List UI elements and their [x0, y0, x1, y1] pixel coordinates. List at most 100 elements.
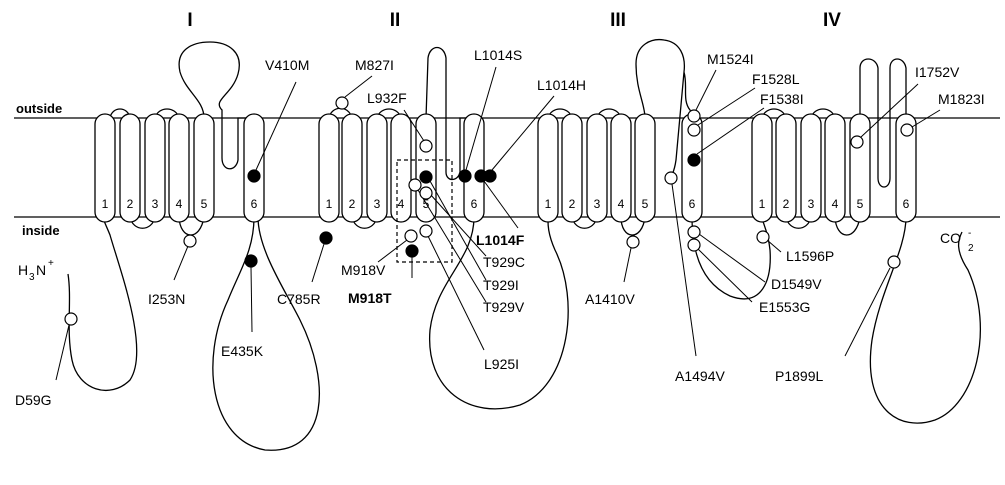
- label-l1014h: L1014H: [537, 77, 586, 93]
- label-l1596p: L1596P: [786, 248, 834, 264]
- segment-number: 1: [545, 197, 552, 211]
- site-m827i: [336, 97, 348, 109]
- site-i1752v: [851, 136, 863, 148]
- domain-label-4: IV: [823, 10, 841, 31]
- site-e1553g: [688, 239, 700, 251]
- label-f1538i: F1538I: [760, 91, 804, 107]
- segment-number: 3: [808, 197, 815, 211]
- segment-number: 1: [326, 197, 333, 211]
- label-l1014f: L1014F: [476, 232, 525, 248]
- segment-number: 4: [176, 197, 183, 211]
- domain-label-2: II: [390, 10, 401, 31]
- site-l1014s: [459, 170, 471, 182]
- site-f1528l: [688, 124, 700, 136]
- site-f1538i: [688, 154, 700, 166]
- label-f1528l: F1528L: [752, 71, 800, 87]
- c-terminus-charge: -: [968, 228, 971, 239]
- segment-number: 5: [642, 197, 649, 211]
- segment-number: 6: [251, 197, 258, 211]
- site-e435k: [245, 255, 257, 267]
- label-p1899l: P1899L: [775, 368, 823, 384]
- n-terminus-n: N: [36, 262, 46, 278]
- label-t929i: T929I: [483, 277, 519, 293]
- leader-p1899l: [845, 268, 890, 356]
- outside-label: outside: [16, 101, 62, 116]
- label-d1549v: D1549V: [771, 276, 822, 292]
- segment-number: 6: [903, 197, 910, 211]
- domain-label-1: I: [187, 10, 192, 31]
- site-d59g: [65, 313, 77, 325]
- c-terminus-label: CO - 2: [940, 228, 974, 254]
- loop-d1-d2-linker: [213, 217, 320, 450]
- label-e1553g: E1553G: [759, 299, 810, 315]
- segment-number: 1: [759, 197, 766, 211]
- site-a1494v: [665, 172, 677, 184]
- site-a1410v: [627, 236, 639, 248]
- n-terminal-tail: [68, 210, 137, 390]
- label-m918t: M918T: [348, 290, 392, 306]
- segment-number: 2: [349, 197, 356, 211]
- segment-number: 3: [594, 197, 601, 211]
- label-l1014s: L1014S: [474, 47, 522, 63]
- segment-number: 1: [102, 197, 109, 211]
- n-terminus-charge: +: [48, 258, 54, 269]
- label-m1823i: M1823I: [938, 91, 985, 107]
- segment-number: 4: [832, 197, 839, 211]
- label-a1410v: A1410V: [585, 291, 635, 307]
- site-l1014f: [475, 170, 487, 182]
- leader-d1549v: [699, 234, 765, 282]
- segment-number: 3: [374, 197, 381, 211]
- segment-number: 5: [201, 197, 208, 211]
- label-m918v: M918V: [341, 262, 386, 278]
- domain-label-3: III: [610, 10, 626, 31]
- segment-number: 4: [618, 197, 625, 211]
- leader-e435k: [251, 267, 252, 332]
- label-l925i: L925I: [484, 356, 519, 372]
- c-terminus-sub: 2: [968, 243, 974, 254]
- label-m827i: M827I: [355, 57, 394, 73]
- segment-number: 3: [152, 197, 159, 211]
- site-v410m: [248, 170, 260, 182]
- label-d59g: D59G: [15, 392, 52, 408]
- c-terminus-co: CO: [940, 230, 961, 246]
- leader-a1410v: [624, 248, 631, 282]
- site-i253n: [184, 235, 196, 247]
- leader-c785r: [312, 244, 324, 282]
- site-m918v: [405, 230, 417, 242]
- segment-number: 2: [127, 197, 134, 211]
- label-c785r: C785R: [277, 291, 321, 307]
- n-terminus-label: H 3 N +: [18, 258, 54, 283]
- leader-d59g: [56, 325, 69, 380]
- segment-number: 6: [471, 197, 478, 211]
- n-terminus-h: H: [18, 262, 28, 278]
- segment-number: 6: [689, 197, 696, 211]
- site-p1899l: [888, 256, 900, 268]
- label-a1494v: A1494V: [675, 368, 725, 384]
- site-m1524i: [688, 110, 700, 122]
- label-v410m: V410M: [265, 57, 309, 73]
- site-t929i: [420, 171, 432, 183]
- leader-m1524i: [696, 70, 716, 110]
- site-c785r: [320, 232, 332, 244]
- segment-number: 2: [569, 197, 576, 211]
- segment-number: 5: [857, 197, 864, 211]
- site-t929v: [409, 179, 421, 191]
- segment-number: 4: [398, 197, 405, 211]
- leader-i253n: [174, 246, 188, 280]
- site-t929c: [420, 187, 432, 199]
- label-e435k: E435K: [221, 343, 264, 359]
- leader-l1014f: [484, 181, 518, 228]
- n-terminus-sub: 3: [29, 272, 35, 283]
- label-t929c: T929C: [483, 254, 525, 270]
- label-l932f: L932F: [367, 90, 407, 106]
- label-t929v: T929V: [483, 299, 525, 315]
- segment-number: 2: [783, 197, 790, 211]
- label-i253n: I253N: [148, 291, 185, 307]
- inside-label: inside: [22, 223, 60, 238]
- label-i1752v: I1752V: [915, 64, 960, 80]
- c-terminal-tail: [870, 217, 980, 423]
- site-m918t: [406, 245, 418, 257]
